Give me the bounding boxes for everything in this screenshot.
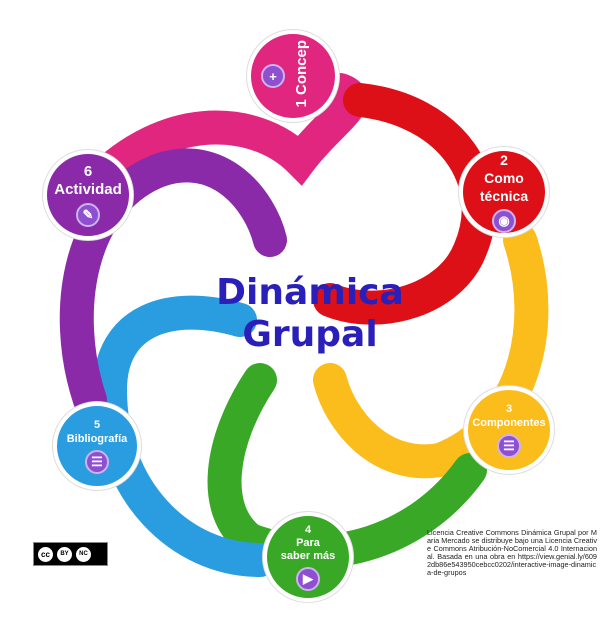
node-number: 5 — [93, 419, 101, 431]
by-icon: BY — [57, 546, 72, 562]
arm-blue — [92, 295, 277, 577]
node-label: Como técnica — [479, 170, 529, 204]
node-label: Para saber más — [280, 536, 336, 562]
node-label: Actividad — [54, 181, 122, 198]
node-label: Bibliografía — [66, 433, 128, 445]
plus-icon[interactable]: + — [261, 64, 285, 88]
node-number: 3 — [505, 403, 513, 415]
nc-icon: NC — [76, 546, 91, 562]
node-3-componentes[interactable]: 3 Componentes ☰ — [464, 386, 554, 474]
node-4-para-saber-mas[interactable]: 4 Para saber más ▶ — [263, 512, 353, 602]
play-icon[interactable]: ▶ — [296, 566, 320, 591]
license-text: Licencia Creative Commons Dinámica Grupa… — [427, 528, 597, 577]
arm-green — [207, 363, 487, 569]
arm-yellow — [313, 223, 549, 479]
arm-red — [313, 83, 496, 325]
title-line-2: Grupal — [242, 314, 378, 355]
node-number: 2 — [500, 152, 508, 168]
node-number: 6 — [83, 163, 93, 180]
node-number: 1 — [293, 99, 310, 108]
node-1-concepto[interactable]: 1 Concep + — [247, 30, 339, 122]
node-label: Concep — [293, 40, 310, 96]
node-label: Componentes — [472, 417, 546, 429]
menu-icon[interactable]: ☰ — [497, 434, 521, 458]
cc-icon: cc — [38, 546, 53, 562]
node-2-como-tecnica[interactable]: 2 Como técnica ◉ — [459, 147, 549, 237]
arm-purple — [59, 148, 287, 417]
node-6-actividad[interactable]: 6 Actividad ✎ — [43, 150, 133, 240]
node-1-text: 1 Concep — [293, 40, 311, 108]
title-line-1: Dinámica — [216, 272, 404, 313]
node-5-bibliografia[interactable]: 5 Bibliografía ☰ — [53, 402, 141, 490]
eye-icon[interactable]: ◉ — [492, 209, 516, 233]
menu-icon[interactable]: ☰ — [85, 450, 109, 474]
pencil-icon[interactable]: ✎ — [76, 203, 100, 227]
node-number: 4 — [304, 523, 312, 536]
